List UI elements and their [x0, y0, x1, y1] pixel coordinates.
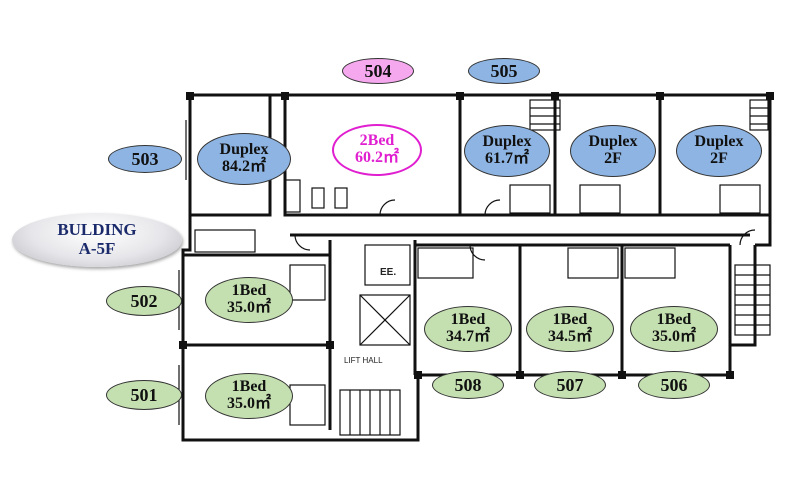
building-tag: BULDING A-5F — [12, 213, 182, 267]
unit-507-tag: 507 — [534, 371, 606, 399]
stair-south — [339, 389, 401, 436]
unit-504-tag: 504 — [342, 58, 414, 84]
building-tag-line2: A-5F — [78, 239, 116, 258]
unit-501-tag: 501 — [106, 380, 182, 410]
unit-505-tag: 505 — [468, 58, 540, 84]
building-tag-line1: BULDING — [57, 220, 137, 240]
elevator-shaft — [359, 294, 411, 346]
lift-hall-label: LIFT HALL — [344, 356, 383, 365]
stair-north — [529, 99, 769, 131]
unit-508-tag: 508 — [432, 371, 504, 399]
ee-room-label: EE. — [380, 267, 397, 278]
unit-506-tag: 506 — [638, 371, 710, 399]
stair-east — [734, 264, 771, 336]
north-wall — [190, 93, 772, 247]
unit-502-tag: 502 — [106, 286, 182, 316]
unit-503-tag: 503 — [108, 145, 182, 173]
